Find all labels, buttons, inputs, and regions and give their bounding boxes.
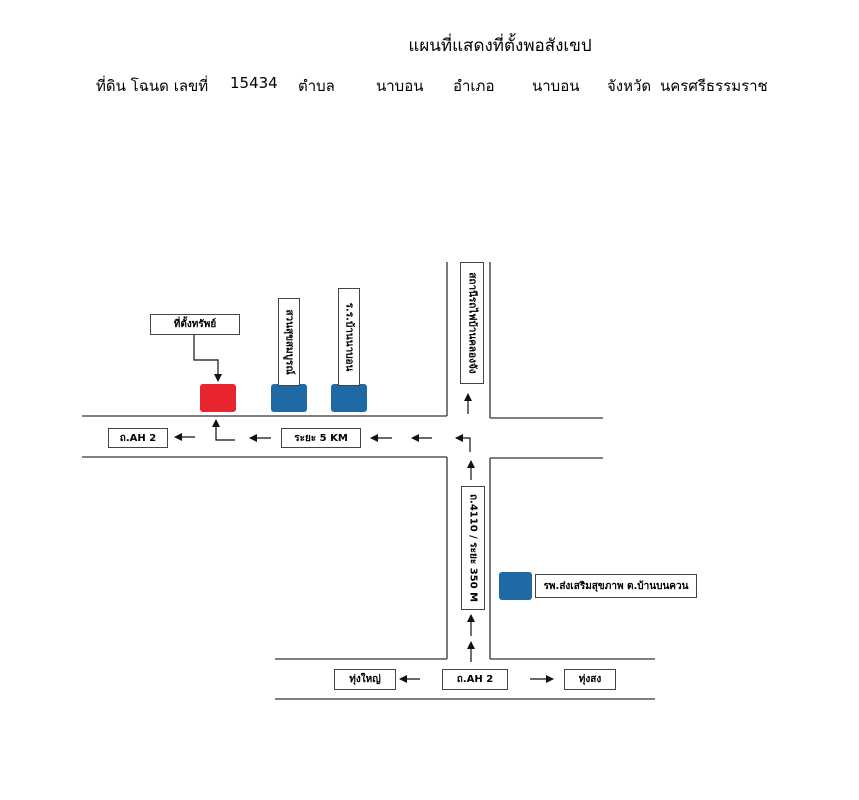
hospital-label: รพ.ส่งเสริมสุขภาพ ต.บ้านบนควน xyxy=(535,574,697,598)
thung-yai-label: ทุ่งใหญ่ xyxy=(334,669,396,690)
rail-station-label-text: สถานีรถไฟบ้านคลองจัง xyxy=(466,272,478,374)
district-label: อำเภอ xyxy=(453,77,495,95)
village-school-label: ร.ร.บ้านนาบอน xyxy=(338,288,360,386)
school-label-text: สวนสุขสมบูรณ์ xyxy=(283,309,295,375)
map-title: แผนที่แสดงที่ตั้งพอสังเขป xyxy=(408,36,592,56)
property-marker xyxy=(200,384,236,412)
distance-5km-label: ระยะ 5 KM xyxy=(281,428,361,448)
arrow-turn-to-property xyxy=(212,419,235,441)
deed-number: 15434 xyxy=(230,74,278,92)
subdistrict-value: นาบอน xyxy=(376,77,424,95)
thung-song-label: ทุ่งสง xyxy=(564,669,616,690)
land-deed-label: ที่ดิน โฉนด เลขที่ xyxy=(96,77,209,95)
property-label: ที่ตั้งทรัพย์ xyxy=(150,314,240,335)
school-label: สวนสุขสมบูรณ์ xyxy=(278,298,300,386)
road-4110-label: ถ.4110 / ระยะ 350 M xyxy=(461,486,485,610)
arrow-turn-left xyxy=(455,434,471,452)
district-value: นาบอน xyxy=(532,77,580,95)
hospital-marker xyxy=(499,572,532,600)
province-label: จังหวัด xyxy=(607,77,652,95)
village-school-marker xyxy=(331,384,367,412)
province-value: นครศรีธรรมราช xyxy=(660,77,768,95)
ah2-west-label: ถ.AH 2 xyxy=(108,428,168,448)
rail-station-label: สถานีรถไฟบ้านคลองจัง xyxy=(460,262,484,384)
route-arrows xyxy=(174,334,554,683)
school-marker xyxy=(271,384,307,412)
ah2-south-label: ถ.AH 2 xyxy=(442,669,508,690)
subdistrict-label: ตำบล xyxy=(298,77,335,95)
village-school-label-text: ร.ร.บ้านนาบอน xyxy=(343,302,355,372)
arrow-property-pointer xyxy=(193,334,222,382)
road-edges xyxy=(82,262,655,700)
road-4110-label-text: ถ.4110 / ระยะ 350 M xyxy=(467,493,479,603)
